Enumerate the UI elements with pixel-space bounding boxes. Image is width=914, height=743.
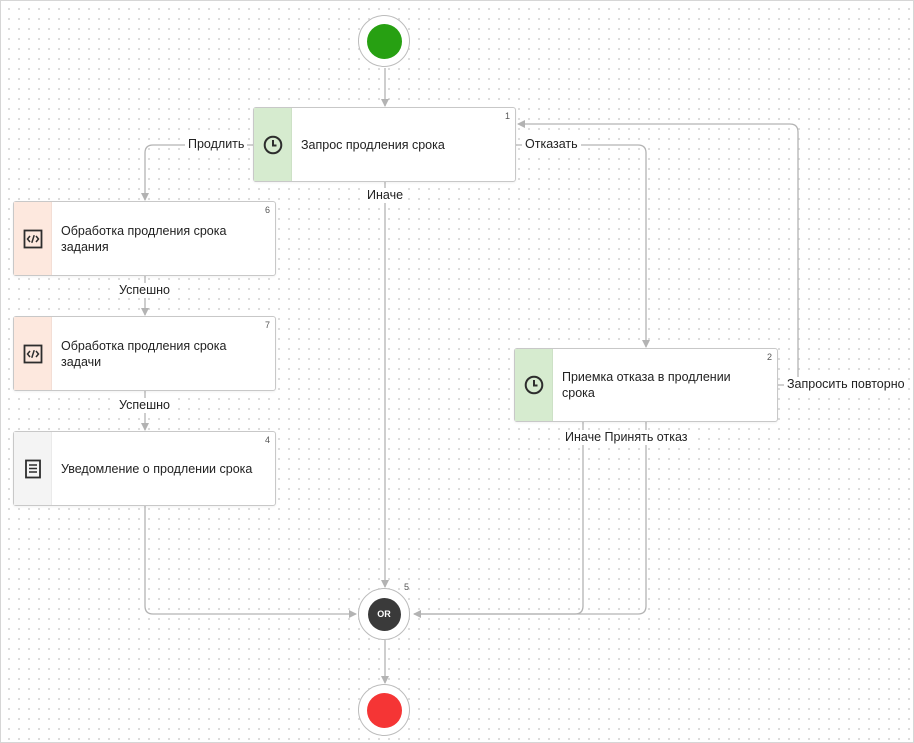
task-extension-notification[interactable]: Уведомление о продлении срока 4: [13, 431, 276, 506]
edge-refuse: [516, 144, 650, 348]
task-number: 1: [504, 111, 510, 121]
task-label: Запрос продления срока: [301, 137, 445, 152]
edge-label-success-1: Успешно: [116, 283, 173, 298]
start-event[interactable]: [358, 15, 410, 67]
task-label: Уведомление о продлении срока: [61, 461, 253, 476]
gateway-number: 5: [404, 582, 410, 592]
or-gateway-label: OR: [367, 597, 401, 631]
task-request-extension[interactable]: Запрос продления срока 1: [253, 107, 516, 182]
task-number: 4: [264, 435, 270, 445]
task-icon-strip: [254, 108, 292, 181]
end-event-marker: [366, 692, 402, 728]
code-icon: [23, 344, 42, 363]
task-icon-strip: [14, 432, 52, 505]
edge-accept-refusal: [414, 422, 647, 615]
edge-extend: [141, 144, 254, 201]
start-event-marker: [366, 23, 402, 59]
task-number: 7: [264, 320, 270, 330]
task-icon-strip: [14, 317, 52, 390]
task-label: Обработка продления срока задания: [61, 223, 227, 254]
document-icon: [24, 459, 41, 478]
edge-label-refuse: Отказать: [522, 137, 581, 152]
code-icon: [23, 229, 42, 248]
clock-icon: [524, 375, 543, 395]
task-accept-refusal[interactable]: Приемка отказа в продлении срока 2: [514, 348, 778, 422]
edge-label-success-2: Успешно: [116, 398, 173, 413]
task-process-assignment-extension[interactable]: Обработка продления срока задания 6: [13, 201, 276, 276]
task-icon-strip: [515, 349, 553, 421]
task-process-task-extension[interactable]: Обработка продления срока задачи 7: [13, 316, 276, 391]
edge-label-otherwise: Иначе: [364, 188, 407, 203]
or-gateway[interactable]: OR: [358, 588, 410, 640]
clock-icon: [263, 135, 282, 154]
task-number: 6: [264, 205, 270, 215]
task-label: Обработка продления срока задачи: [61, 338, 227, 369]
task-number: 2: [766, 352, 772, 362]
edge-label-request-again: Запросить повторно: [784, 377, 908, 392]
edge-notify-to-or: [144, 506, 357, 618]
edge-label-otherwise-accept: Иначе Принять отказ: [562, 430, 691, 445]
task-label: Приемка отказа в продлении срока: [562, 370, 731, 400]
edge-request-again: [517, 120, 799, 386]
task-icon-strip: [14, 202, 52, 275]
edge-label-extend: Продлить: [185, 137, 248, 152]
end-event[interactable]: [358, 684, 410, 736]
edge-accept-otherwise: [413, 422, 584, 618]
